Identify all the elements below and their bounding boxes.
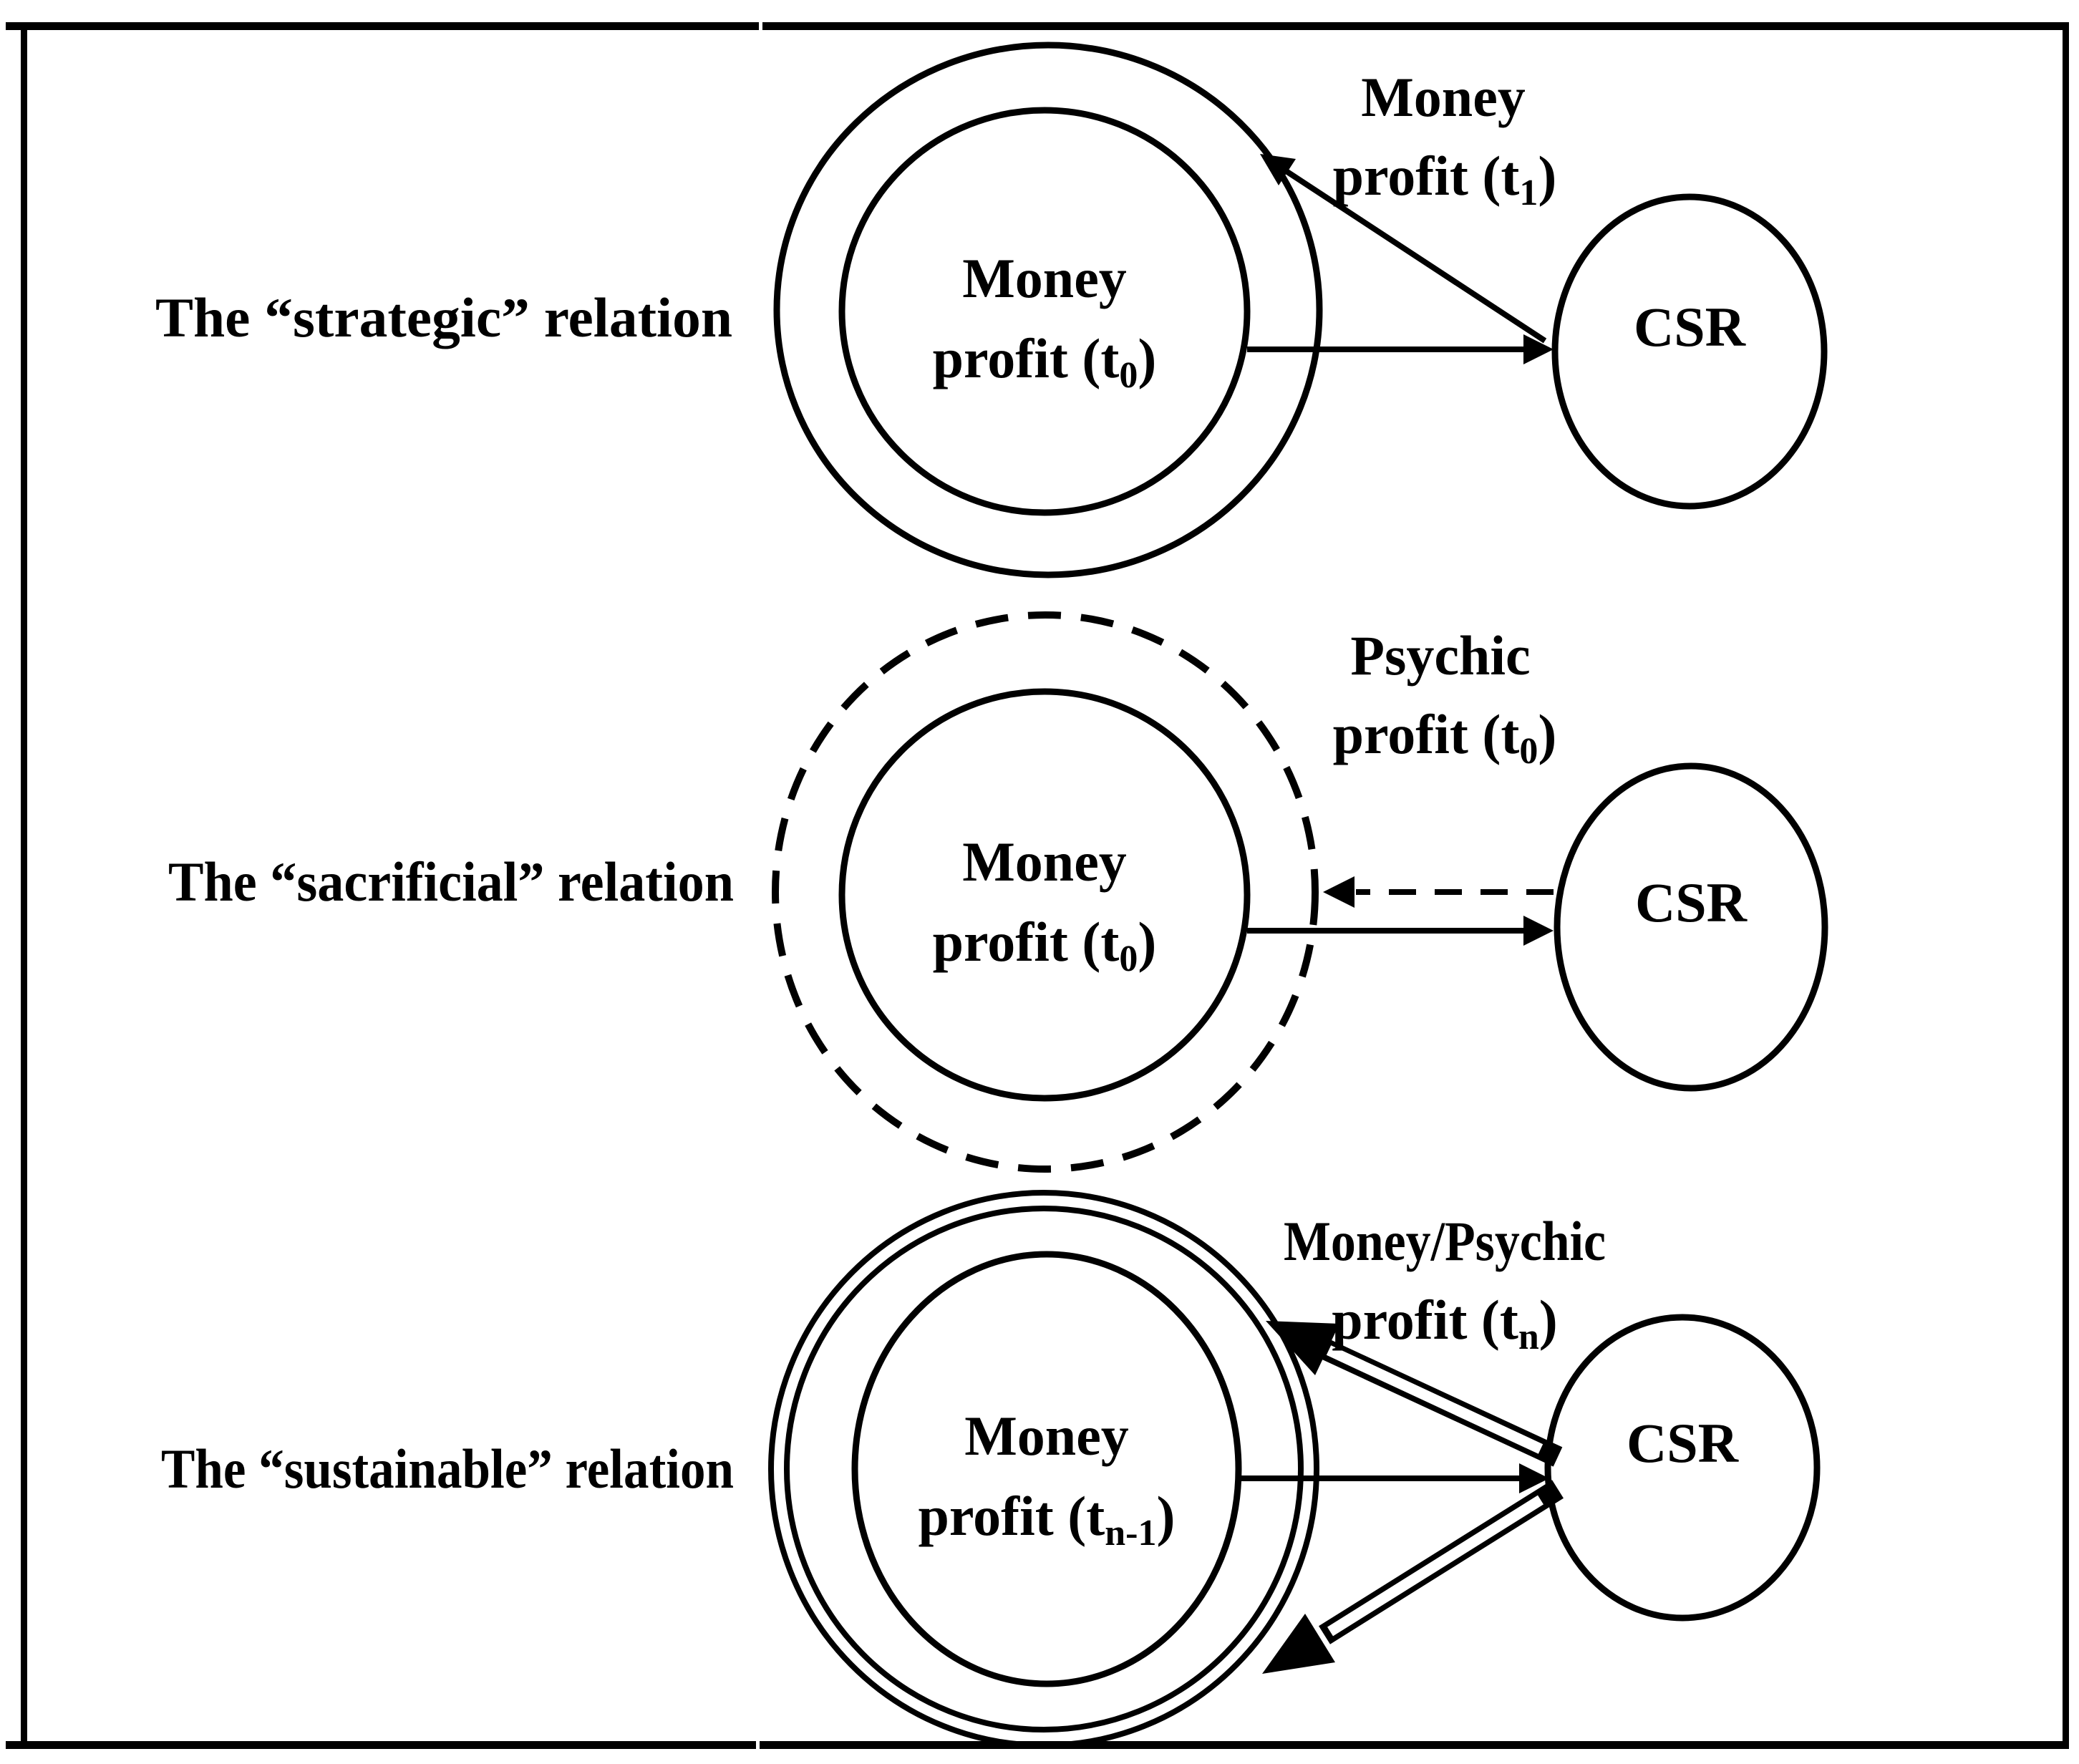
sustainable-return-label-pre: profit (t	[1332, 1289, 1518, 1351]
frame-border-right	[2063, 22, 2069, 1749]
sustainable-return-lower-shaft-gap	[1327, 1495, 1544, 1637]
sustainable-profit-circle	[851, 1251, 1242, 1687]
frame-border-left	[21, 22, 27, 1749]
sustainable-return-arrow-upper	[1266, 1321, 1563, 1467]
strategic-invest-arrow	[1247, 334, 1554, 364]
strategic-profit-line2-pre: profit (t	[933, 327, 1120, 389]
strategic-outer-ring	[773, 42, 1323, 578]
sacrificial-outer-ring-dashed	[772, 611, 1319, 1173]
sustainable-return-upper-shaft-gap	[1326, 1345, 1544, 1454]
sacrificial-return-label-post: )	[1538, 703, 1556, 765]
strategic-csr-circle	[1551, 193, 1828, 510]
frame-border-top	[6, 22, 2069, 30]
strategic-csr-label: CSR	[1634, 296, 1747, 358]
sustainable-return-label-line1: Money/Psychic	[1284, 1210, 1606, 1272]
row-sacrificial: The “sacrificial” relation Money profit …	[168, 611, 1828, 1173]
sustainable-csr-label: CSR	[1627, 1412, 1740, 1474]
sacrificial-return-arrow	[1323, 876, 1554, 908]
sacrificial-invest-arrowhead	[1523, 916, 1554, 946]
sacrificial-return-label-line1: Psychic	[1350, 624, 1530, 687]
sacrificial-profit-line2: profit (t0)	[933, 911, 1157, 979]
sustainable-profit-line2-post: )	[1156, 1485, 1175, 1547]
strategic-return-arrow-shaft	[1283, 168, 1547, 344]
sacrificial-profit-line2-pre: profit (t	[933, 911, 1120, 973]
sacrificial-profit-line2-post: )	[1138, 911, 1156, 973]
sacrificial-profit-line1: Money	[962, 830, 1127, 893]
sustainable-return-label-line2: profit (tn)	[1332, 1289, 1558, 1357]
strategic-return-label-sub: 1	[1519, 173, 1538, 213]
frame-seam-top	[759, 22, 762, 30]
sacrificial-profit-line2-sub: 0	[1119, 939, 1138, 979]
sustainable-profit-line2-pre: profit (t	[919, 1485, 1105, 1547]
row-sustainable: The “sustainable” relation Money profit …	[161, 1190, 1821, 1748]
sacrificial-profit-circle	[838, 688, 1251, 1102]
caption-strategic: The “strategic” relation	[155, 286, 732, 349]
strategic-return-arrowhead	[1260, 154, 1296, 185]
row-strategic: The “strategic” relation Money profit (t…	[155, 42, 1828, 578]
sustainable-return-lower-arrowhead	[1262, 1614, 1335, 1674]
sacrificial-csr-label: CSR	[1635, 871, 1748, 934]
strategic-invest-arrowhead	[1523, 334, 1554, 364]
sustainable-invest-arrow	[1239, 1463, 1549, 1493]
sacrificial-return-label-pre: profit (t	[1333, 703, 1520, 765]
sustainable-outer-ring-outline2	[784, 1206, 1304, 1732]
sacrificial-return-label-line2: profit (t0)	[1333, 703, 1557, 772]
sustainable-return-label-post: )	[1539, 1289, 1558, 1351]
sacrificial-invest-arrow	[1247, 916, 1554, 946]
sustainable-invest-arrowhead	[1519, 1463, 1549, 1493]
sustainable-csr-circle	[1544, 1314, 1821, 1622]
caption-sacrificial: The “sacrificial” relation	[168, 850, 734, 913]
sustainable-return-upper-arrowhead	[1266, 1321, 1339, 1375]
strategic-profit-line1: Money	[962, 247, 1127, 309]
strategic-profit-circle	[838, 107, 1251, 516]
sustainable-profit-line2: profit (tn-1)	[919, 1485, 1176, 1554]
sacrificial-return-label-sub: 0	[1519, 731, 1538, 772]
sustainable-return-arrow-lower	[1262, 1480, 1564, 1674]
sustainable-outer-ring-outline1	[768, 1190, 1319, 1748]
sacrificial-return-arrowhead	[1323, 876, 1354, 908]
caption-sustainable: The “sustainable” relation	[161, 1438, 734, 1500]
strategic-profit-line2: profit (t0)	[933, 327, 1157, 396]
strategic-return-label-pre: profit (t	[1333, 145, 1520, 207]
strategic-return-arrow	[1260, 154, 1547, 344]
sustainable-profit-line2-sub: n-1	[1105, 1513, 1156, 1554]
sustainable-profit-line1: Money	[964, 1405, 1129, 1467]
sustainable-return-label-sub: n	[1518, 1317, 1539, 1357]
strategic-return-label-line2: profit (t1)	[1333, 145, 1557, 213]
strategic-profit-line2-sub: 0	[1119, 355, 1138, 396]
sacrificial-csr-circle	[1554, 762, 1828, 1092]
strategic-profit-line2-post: )	[1138, 327, 1156, 389]
frame-seam-bottom	[756, 1741, 760, 1749]
strategic-return-label-line1: Money	[1361, 66, 1526, 128]
strategic-return-label-post: )	[1538, 145, 1556, 207]
